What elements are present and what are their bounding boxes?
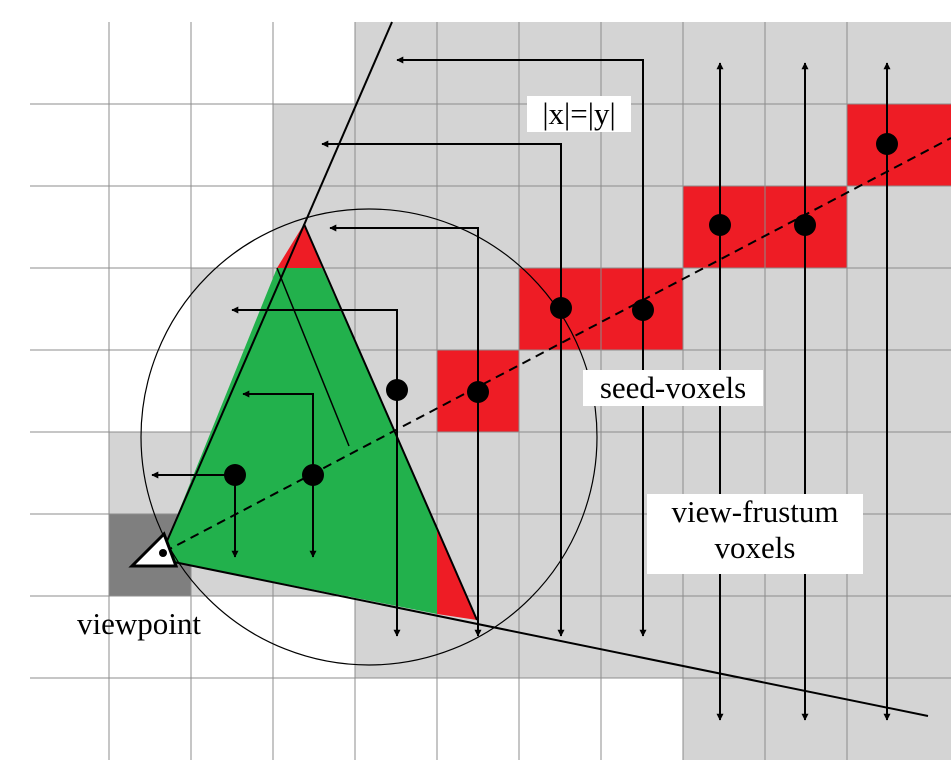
bounding-circle	[140, 208, 598, 666]
traversal-arrows	[151, 56, 891, 721]
frustum-edges	[163, 21, 929, 717]
seed-voxels-label: seed-voxels	[583, 370, 763, 406]
viewpoint-label: viewpoint	[77, 606, 201, 641]
abs-equation-label: |x|=|y|	[527, 96, 631, 132]
view-frustum-label-line1: view-frustum	[671, 494, 839, 529]
view-triangle	[164, 268, 437, 614]
seed-tip-top	[277, 224, 322, 268]
view-frustum-label-line2: voxels	[714, 530, 796, 565]
eye-icon	[128, 531, 179, 568]
voxel-grid	[30, 22, 951, 760]
seed-dots	[224, 133, 898, 486]
central-ray	[163, 137, 951, 553]
view-frustum-voxels-label: view-frustum voxels	[647, 494, 863, 574]
